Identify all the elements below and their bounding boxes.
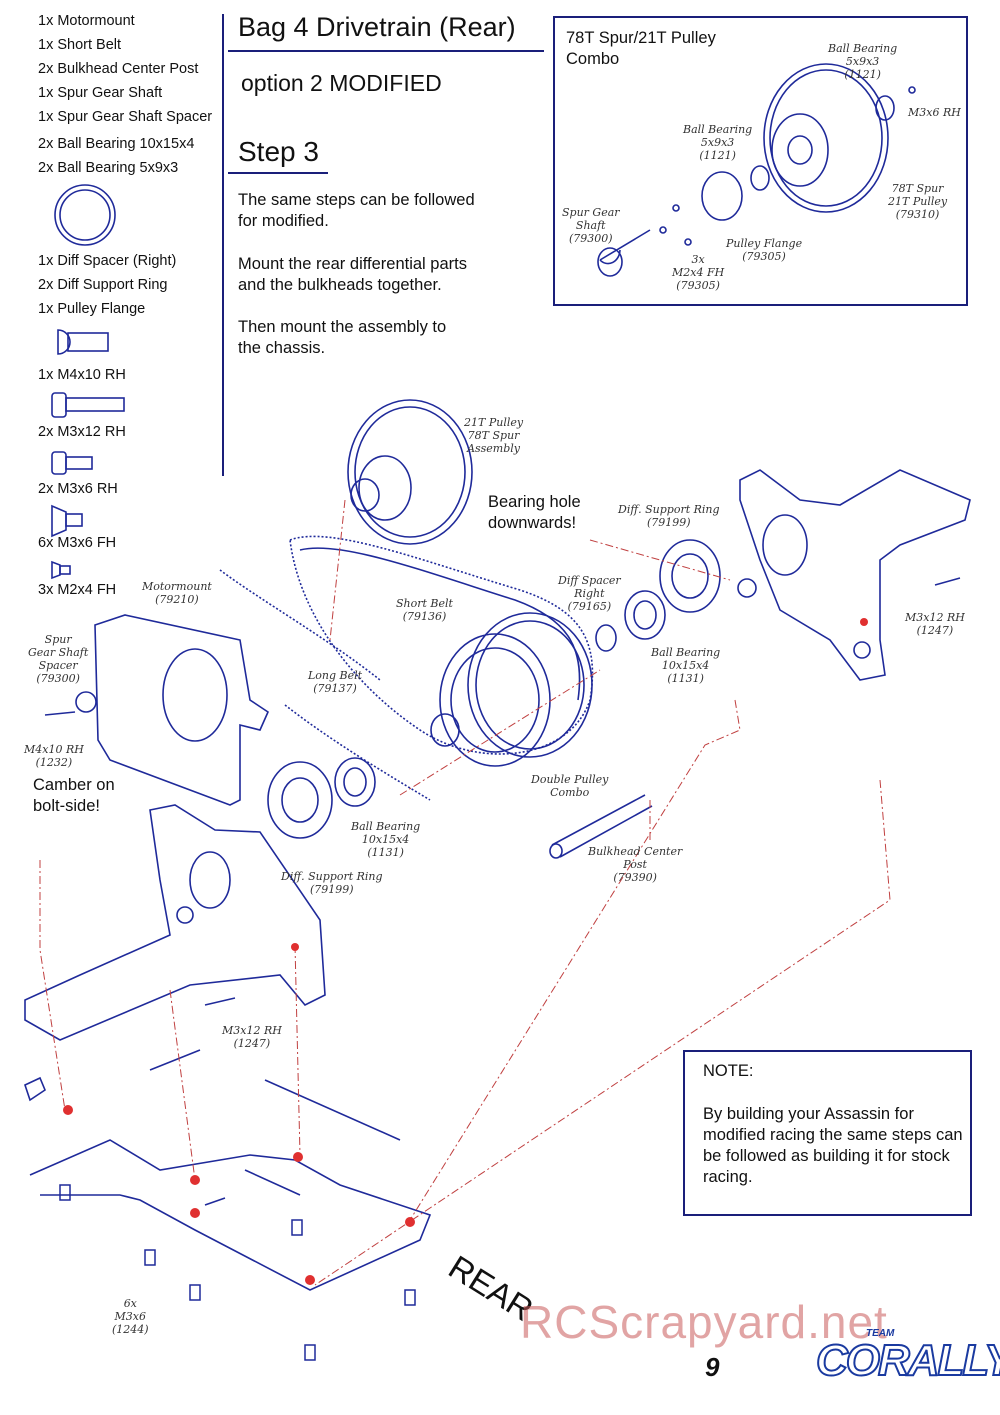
screw-m2x4-fh-icon [51, 560, 71, 580]
combo-label: 78T Spur 21T Pulley (79310) [888, 182, 948, 221]
short-belt [289, 535, 594, 755]
bulkhead-center-post [551, 794, 653, 858]
note-body: By building your Assassin for modified r… [703, 1105, 963, 1186]
ball-bearing-left [334, 757, 376, 807]
spur-gear-inset [597, 63, 916, 277]
page-title: Bag 4 Drivetrain (Rear) [238, 12, 516, 42]
chassis-plate [29, 1139, 432, 1291]
diagram-label: Ball Bearing 10x15x4 (1131) [351, 820, 421, 859]
combo-inset-box [553, 16, 968, 306]
divider-line [222, 14, 224, 476]
instruction-3: Then mount the assembly to the chassis. [238, 318, 447, 357]
combo-label: Spur Gear Shaft (79300) [562, 206, 620, 245]
spur-pulley-assembly [347, 399, 473, 545]
bulkhead-left [24, 804, 326, 1041]
ball-bearing-right [624, 590, 666, 640]
camber-callout: Camber on bolt-side! [33, 776, 115, 815]
parts-list-item: 2x Bulkhead Center Post [38, 61, 199, 77]
diagram-label: 21T Pulley 78T Spur Assembly [464, 416, 524, 455]
parts-list-item: 1x Diff Spacer (Right) [38, 253, 177, 269]
note-title: NOTE: [703, 1062, 754, 1080]
parts-list-item: 2x Ball Bearing 5x9x3 [38, 160, 179, 176]
parts-list-item: 2x Ball Bearing 10x15x4 [38, 136, 195, 152]
screw-m3x6-fh-icon [51, 504, 83, 538]
combo-label: Ball Bearing 5x9x3 (1121) [683, 123, 753, 162]
parts-list-item: 2x M3x12 RH [38, 424, 126, 440]
diagram-label: Double Pulley Combo [531, 773, 609, 799]
diagram-label: Motormount (79210) [142, 580, 212, 606]
combo-label: Pulley Flange (79305) [726, 237, 803, 263]
parts-list-item: 6x M3x6 FH [38, 535, 117, 551]
diff-support-ring-right [659, 539, 721, 613]
parts-list-item: 1x Spur Gear Shaft [38, 85, 163, 101]
combo-title: 78T Spur/21T Pulley Combo [566, 29, 716, 68]
step-heading: Step 3 [238, 136, 319, 167]
motormount [94, 614, 270, 806]
diff-support-ring-left [267, 761, 333, 839]
logo-team-text: TEAM [866, 1328, 895, 1339]
diagram-label: M4x10 RH (1232) [24, 743, 84, 769]
bulkhead-right [739, 469, 971, 681]
diagram-label: Diff. Support Ring (79199) [281, 870, 383, 896]
diff-spacer-right [595, 624, 617, 652]
page-number: 9 [705, 1352, 720, 1382]
parts-list-item: 2x M3x6 RH [38, 481, 118, 497]
diagram-label: 6x M3x6 (1244) [112, 1297, 149, 1336]
double-pulley-combo [430, 612, 593, 767]
parts-list-item: 1x M4x10 RH [38, 367, 126, 383]
note-box [683, 1050, 972, 1216]
diagram-label: Ball Bearing 10x15x4 (1131) [651, 646, 721, 685]
brand-logo: CORALLY [815, 1335, 1000, 1386]
step-rule [228, 172, 328, 174]
screw-m4x10-icon [57, 329, 109, 355]
parts-list-item: 3x M2x4 FH [38, 582, 117, 598]
bearing-hole-callout: Bearing hole downwards! [488, 493, 581, 532]
diagram-label: Diff. Support Ring (79199) [618, 503, 720, 529]
diagram-label: Diff Spacer Right (79165) [558, 574, 621, 613]
diagram-label: Short Belt (79136) [396, 597, 453, 623]
diagram-label: Bulkhead Center Post (79390) [588, 845, 683, 884]
instruction-2: Mount the rear differential parts and th… [238, 255, 467, 294]
screw-m3x12-icon [51, 392, 125, 418]
parts-list-item: 1x Pulley Flange [38, 301, 146, 317]
diagram-label: Spur Gear Shaft Spacer (79300) [28, 633, 89, 685]
instruction-1: The same steps can be followed for modif… [238, 191, 475, 230]
combo-label: M3x6 RH [908, 106, 961, 119]
ring-icon [54, 184, 116, 246]
watermark: RCScrapyard.net [520, 1296, 888, 1348]
screw-m3x6-icon [51, 451, 93, 475]
combo-label: Ball Bearing 5x9x3 (1121) [828, 42, 898, 81]
parts-list-item: 2x Diff Support Ring [38, 277, 168, 293]
title-rule [228, 50, 544, 52]
page-subtitle: option 2 MODIFIED [241, 70, 442, 96]
parts-list-item: 1x Motormount [38, 13, 135, 29]
diagram-label: Long Belt (79137) [308, 669, 363, 695]
diagram-label: M3x12 RH (1247) [222, 1024, 282, 1050]
diagram-label: M3x12 RH (1247) [905, 611, 965, 637]
combo-label: 3x M2x4 FH (79305) [672, 253, 725, 292]
parts-list-item: 1x Spur Gear Shaft Spacer [38, 109, 213, 125]
parts-list-item: 1x Short Belt [38, 37, 122, 53]
